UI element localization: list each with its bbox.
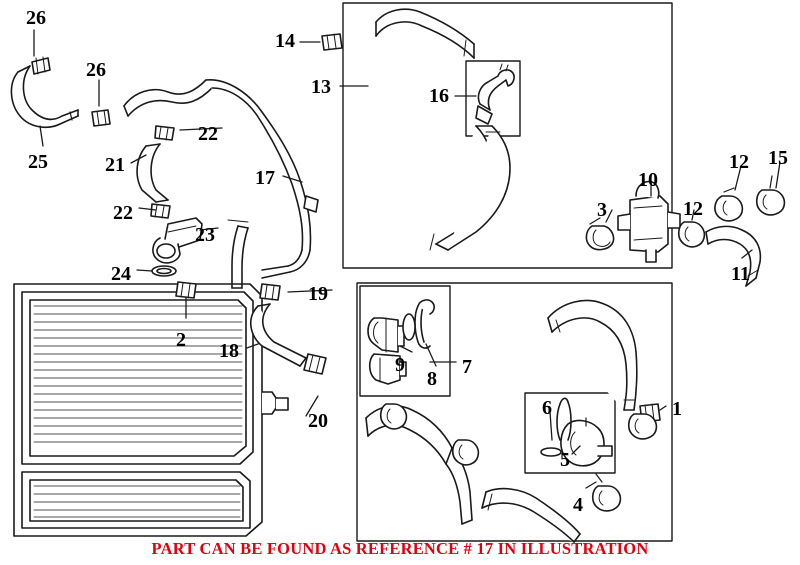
callout-16: 16 — [429, 85, 449, 107]
clamp-4 — [591, 473, 622, 512]
hose-13-upper — [375, 8, 475, 59]
callout-13: 13 — [311, 76, 331, 98]
callout-4: 4 — [573, 494, 583, 516]
clip-8 — [402, 299, 435, 349]
connector-23 — [152, 217, 203, 264]
hose-18 — [250, 303, 307, 367]
callout-23: 23 — [195, 224, 215, 246]
callout-5: 5 — [560, 449, 570, 471]
callout-11: 11 — [731, 263, 750, 285]
callout-8: 8 — [427, 368, 437, 390]
clamp-2 — [175, 281, 197, 299]
callout-26-upper: 26 — [26, 7, 46, 29]
pipe-17 — [123, 79, 319, 289]
clamp-20 — [303, 353, 327, 375]
callout-20: 20 — [308, 410, 328, 432]
callout-6: 6 — [542, 397, 552, 419]
hose-11 — [705, 225, 762, 287]
clip-6 — [540, 397, 572, 457]
callout-15: 15 — [768, 147, 788, 169]
clamp-26a — [31, 56, 51, 75]
clamp-26b — [91, 109, 111, 127]
hose-25 — [10, 65, 79, 129]
clamp-22b — [150, 203, 171, 219]
reference-note: PART CAN BE FOUND AS REFERENCE # 17 IN I… — [151, 539, 649, 558]
callout-9: 9 — [395, 354, 405, 376]
clamp-3 — [585, 217, 615, 251]
clamp-14 — [321, 33, 343, 51]
housing-10 — [617, 180, 681, 263]
hose-1 — [547, 299, 638, 411]
callout-1: 1 — [672, 398, 682, 420]
callout-12-lower: 12 — [683, 198, 703, 220]
clamp-5b — [627, 413, 658, 440]
callout-25: 25 — [28, 151, 48, 173]
connector-16 — [475, 63, 515, 125]
callout-2: 2 — [176, 329, 186, 351]
clamp-lower-b — [451, 439, 480, 466]
callout-12-upper: 12 — [729, 151, 749, 173]
callout-19: 19 — [308, 283, 328, 305]
clamp-22a — [154, 125, 175, 141]
callout-3: 3 — [597, 199, 607, 221]
connector-9 — [367, 317, 407, 385]
clamp-12a — [714, 187, 744, 222]
seal-24 — [151, 265, 177, 277]
clamp-19 — [259, 283, 281, 301]
callout-14: 14 — [275, 30, 295, 52]
callout-7: 7 — [462, 356, 472, 378]
callout-10: 10 — [638, 169, 658, 191]
callout-22-lower: 22 — [113, 202, 133, 224]
clamp-12b — [677, 221, 706, 248]
hose-13-lower — [429, 125, 511, 251]
callout-26-lower: 26 — [86, 59, 106, 81]
callout-21: 21 — [105, 154, 125, 176]
clamp-15 — [755, 175, 786, 216]
clamp-lower-a — [379, 403, 408, 430]
callout-18: 18 — [219, 340, 239, 362]
radiator-assembly — [13, 283, 289, 537]
callout-17: 17 — [255, 167, 275, 189]
callout-22-upper: 22 — [198, 123, 218, 145]
hose-lower-right — [481, 487, 581, 543]
leader-lines — [33, 29, 781, 489]
callout-24: 24 — [111, 263, 131, 285]
hose-21 — [136, 143, 169, 203]
